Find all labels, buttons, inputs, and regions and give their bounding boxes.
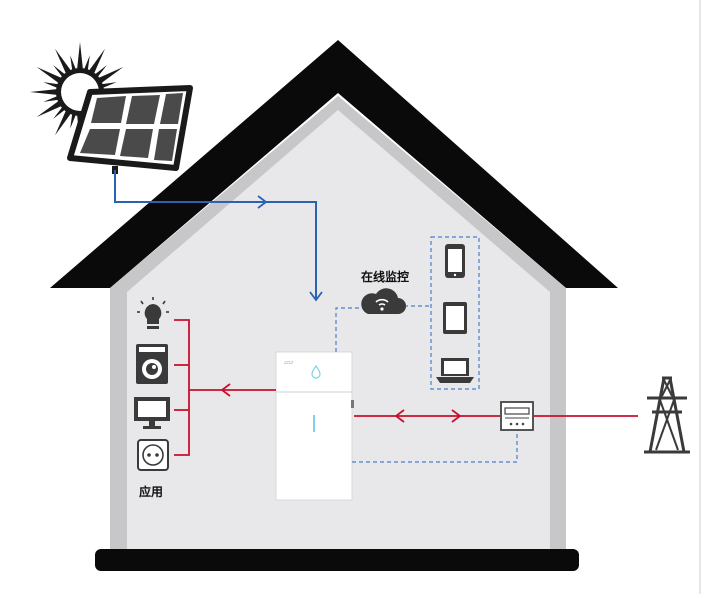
smartphone-icon [445,244,465,278]
grid-power-flow [354,409,638,423]
online-monitoring-label: 在线监控 [361,270,410,284]
data-link-lines [335,236,518,463]
house [50,40,618,571]
cloud-wifi-icon [361,288,406,314]
solar-flow-line [114,170,323,302]
power-tower-icon [644,376,690,454]
device-group-box [430,236,480,390]
washing-machine-icon [136,344,168,384]
unit-brand-mark: ▱▱ [284,359,294,366]
house-foundation [95,549,579,571]
battery-storage-unit: ▱▱ [275,351,354,501]
electric-meter-icon [500,401,534,431]
solar-panel-icon [67,85,193,174]
laptop-icon [436,358,474,383]
applications-label: 应用 [139,485,164,499]
light-bulb-icon [137,297,169,329]
power-socket-icon [137,439,169,471]
tablet-icon [443,302,467,334]
house-interior [127,110,550,551]
roof [50,40,618,288]
monitor-icon [134,397,170,429]
appliance-power-bus [174,319,276,456]
